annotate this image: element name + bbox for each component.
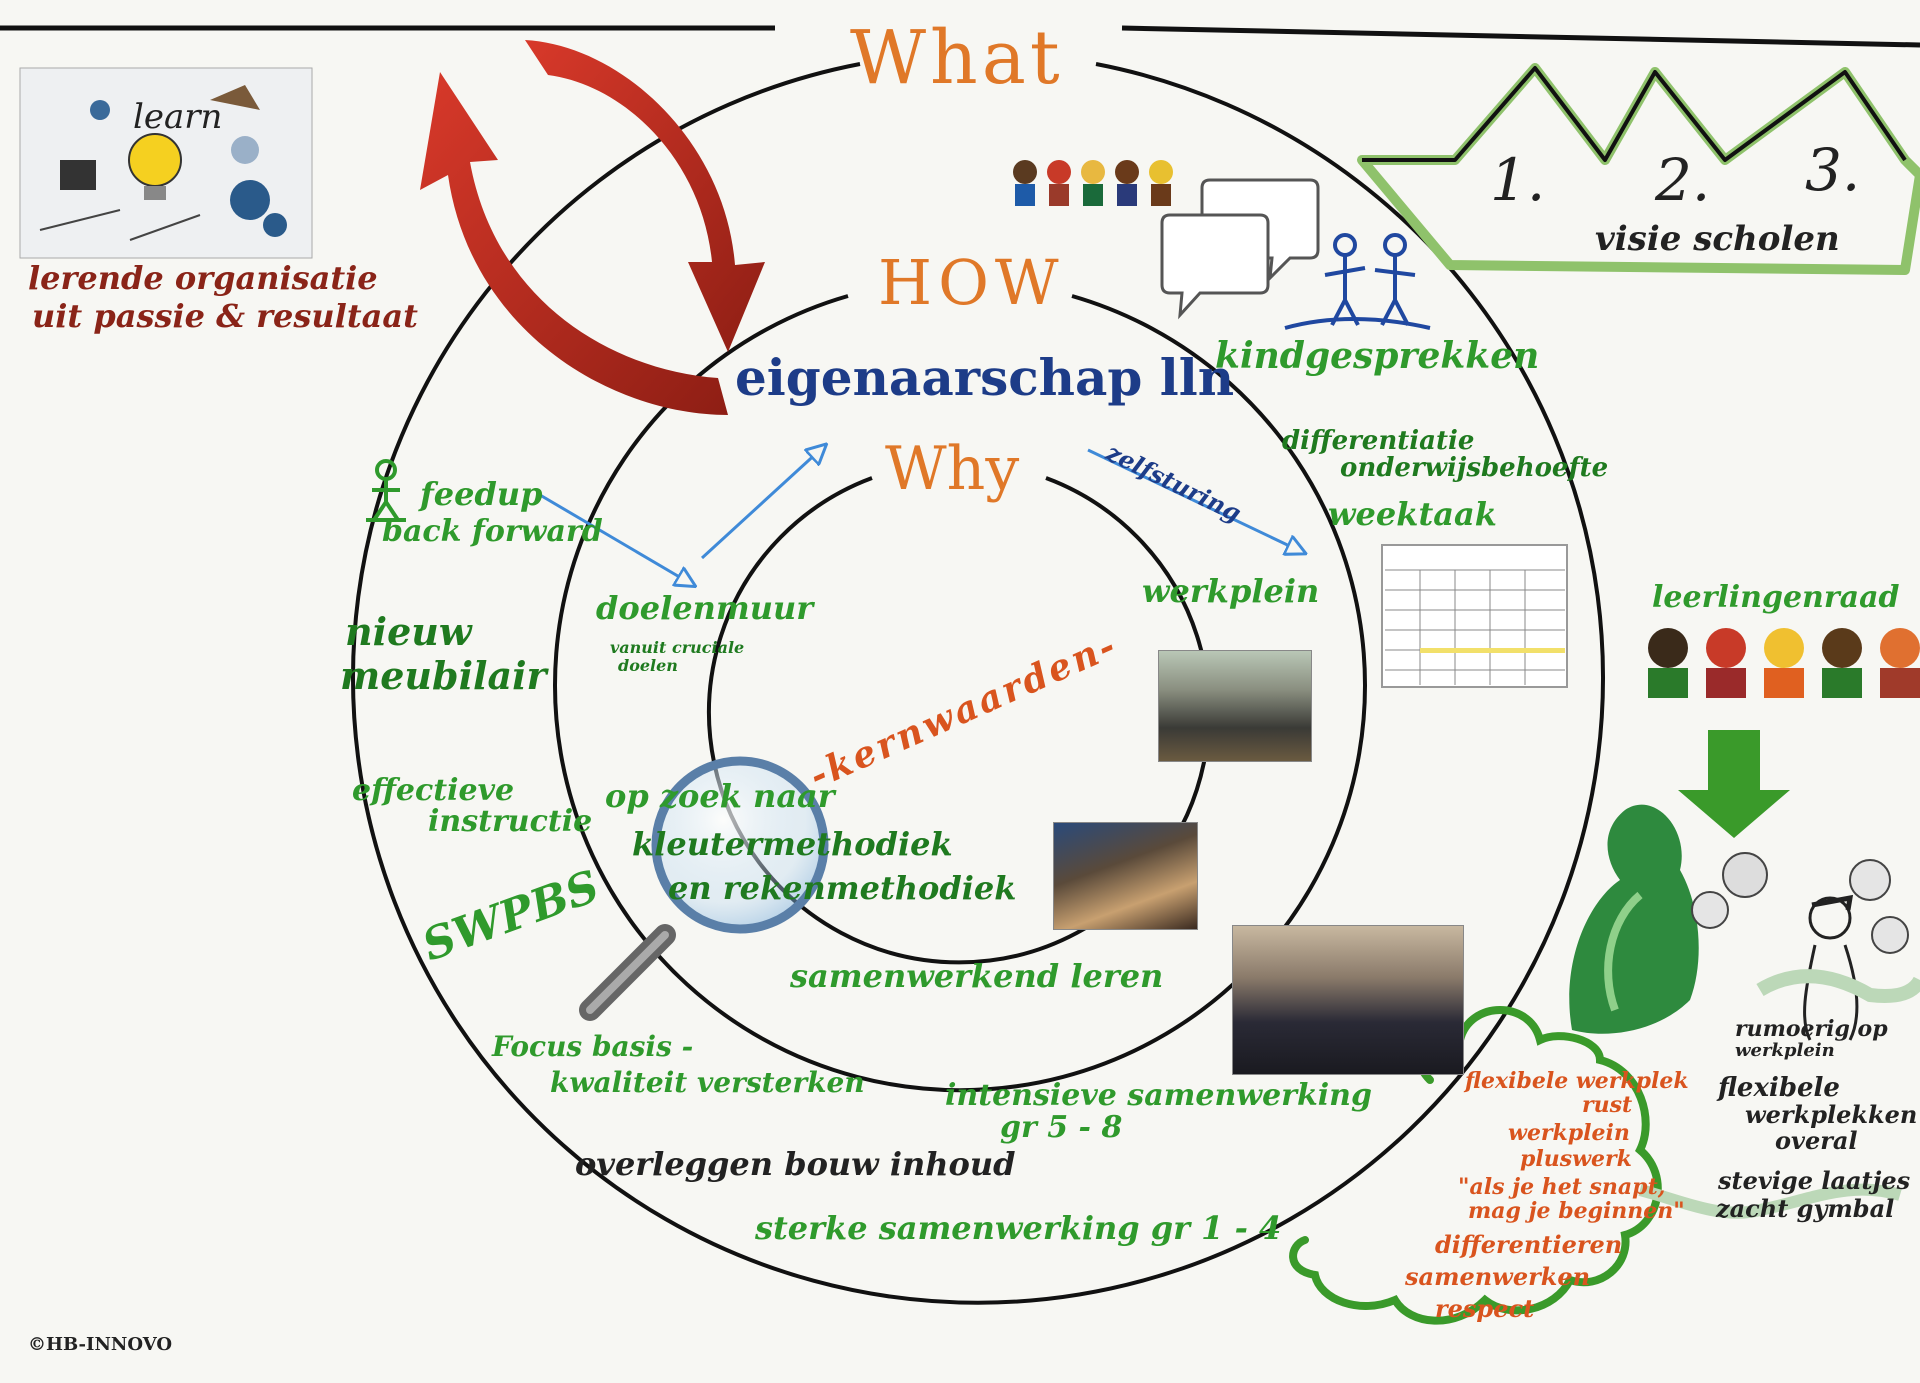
intensieve-line1: intensieve samenwerking bbox=[945, 1078, 1372, 1113]
differentiatie-line2: onderwijsbehoefte bbox=[1340, 453, 1609, 483]
muscle-arm-icon bbox=[1569, 804, 1699, 1034]
thought-line-4: werkplekken bbox=[1745, 1100, 1918, 1129]
student-council-icon bbox=[1648, 628, 1920, 698]
intensieve-line2: gr 5 - 8 bbox=[1000, 1110, 1123, 1145]
thought-line-3: flexibele bbox=[1718, 1073, 1840, 1103]
samenwerkend-leren: samenwerkend leren bbox=[790, 957, 1164, 995]
learn-collage-image bbox=[19, 67, 313, 259]
cloud-line-5: "als je het snapt, bbox=[1458, 1174, 1666, 1200]
blue-flow-arrows bbox=[539, 450, 1298, 582]
step-3: 3. bbox=[1805, 136, 1861, 204]
overleggen-label: overleggen bouw inhoud bbox=[575, 1145, 1016, 1183]
classroom-photo-2 bbox=[1053, 822, 1198, 930]
nieuw-meubilair-line2: meubilair bbox=[340, 653, 547, 698]
red-cycle-arrow-icon bbox=[420, 40, 765, 415]
children-group-icon bbox=[1013, 160, 1173, 206]
thought-line-2: werkplein bbox=[1735, 1040, 1835, 1061]
steps-mountain-graphic bbox=[1357, 63, 1920, 275]
op-zoek-line1: op zoek naar bbox=[605, 777, 835, 815]
thought-line-7: zacht gymbal bbox=[1716, 1194, 1895, 1223]
feedup-line2: back forward bbox=[382, 514, 603, 549]
learning-organisation-caption-2: uit passie & resultaat bbox=[32, 297, 418, 335]
cloud-line-9: respect bbox=[1435, 1294, 1535, 1323]
weektaak-label: weektaak bbox=[1328, 495, 1497, 533]
thought-line-5: overal bbox=[1775, 1126, 1858, 1155]
classroom-photo-3 bbox=[1232, 925, 1464, 1075]
magnifier-icon bbox=[579, 756, 829, 1021]
leerlingenraad-label: leerlingenraad bbox=[1652, 580, 1900, 615]
cloud-tail bbox=[1638, 1183, 1902, 1219]
werkplein-label: werkplein bbox=[1142, 572, 1320, 610]
kindgesprekken: kindgesprekken bbox=[1215, 335, 1540, 377]
classroom-photo-1 bbox=[1158, 650, 1312, 762]
doelenmuur-sub-2: doelen bbox=[618, 656, 678, 675]
thought-line-6: stevige laatjes bbox=[1718, 1166, 1911, 1195]
cloud-line-6: mag je beginnen" bbox=[1468, 1198, 1685, 1224]
top-border-right bbox=[1121, 25, 1920, 48]
op-zoek-line2: kleutermethodiek bbox=[632, 825, 953, 863]
ring-title-why: Why bbox=[885, 434, 1020, 504]
sterke-samenwerking: sterke samenwerking gr 1 - 4 bbox=[755, 1209, 1282, 1247]
thought-line-1: rumoerig op bbox=[1735, 1016, 1888, 1042]
nieuw-meubilair-line1: nieuw bbox=[345, 609, 472, 654]
cloud-line-3: werkplein bbox=[1508, 1120, 1630, 1146]
copyright-footer: ©HB-INNOVO bbox=[28, 1334, 173, 1355]
stick-figure-icon bbox=[366, 459, 406, 522]
lightbulb-icon bbox=[128, 133, 182, 187]
ring-title-how: HOW bbox=[878, 246, 1065, 319]
outer-ring-what bbox=[351, 62, 1605, 1305]
focus-line2: kwaliteit versterken bbox=[550, 1066, 865, 1099]
cloud-line-2: rust bbox=[1582, 1092, 1633, 1118]
differentiatie-line1: differentiatie bbox=[1282, 426, 1475, 456]
core-eigenaarschap: eigenaarschap lln bbox=[735, 348, 1235, 407]
middle-ring-how bbox=[553, 294, 1367, 1093]
feedup-line1: feedup bbox=[420, 475, 543, 513]
cloud-outline bbox=[1289, 1006, 1662, 1325]
learn-word: learn bbox=[133, 97, 223, 137]
effectieve-line1: effectieve bbox=[352, 773, 515, 808]
weektaak-worksheet-image bbox=[1381, 544, 1568, 688]
cloud-line-1: flexibele werkplek bbox=[1465, 1068, 1689, 1094]
thinking-person-icon bbox=[1691, 852, 1920, 1041]
op-zoek-line3: en rekenmethodiek bbox=[668, 869, 1017, 907]
focus-line1: Focus basis - bbox=[492, 1030, 694, 1063]
doelenmuur: doelenmuur bbox=[596, 589, 814, 627]
two-people-icon bbox=[1284, 233, 1431, 330]
ring-title-what: What bbox=[850, 15, 1064, 101]
step-1: 1. bbox=[1490, 146, 1546, 214]
visie-scholen-caption: visie scholen bbox=[1595, 219, 1840, 259]
cloud-line-8: samenwerken bbox=[1405, 1262, 1591, 1291]
step-2: 2. bbox=[1655, 146, 1711, 214]
effectieve-line2: instructie bbox=[428, 804, 593, 839]
cloud-line-7: differentieren bbox=[1435, 1230, 1623, 1259]
inner-ring-why bbox=[707, 476, 1211, 965]
speech-bubbles-icon bbox=[1160, 178, 1320, 320]
doelenmuur-sub-1: vanuit cruciale bbox=[610, 638, 745, 657]
green-down-arrow-icon bbox=[1678, 730, 1790, 838]
learning-organisation-caption-1: lerende organisatie bbox=[28, 259, 378, 297]
cloud-line-4: pluswerk bbox=[1520, 1146, 1632, 1172]
